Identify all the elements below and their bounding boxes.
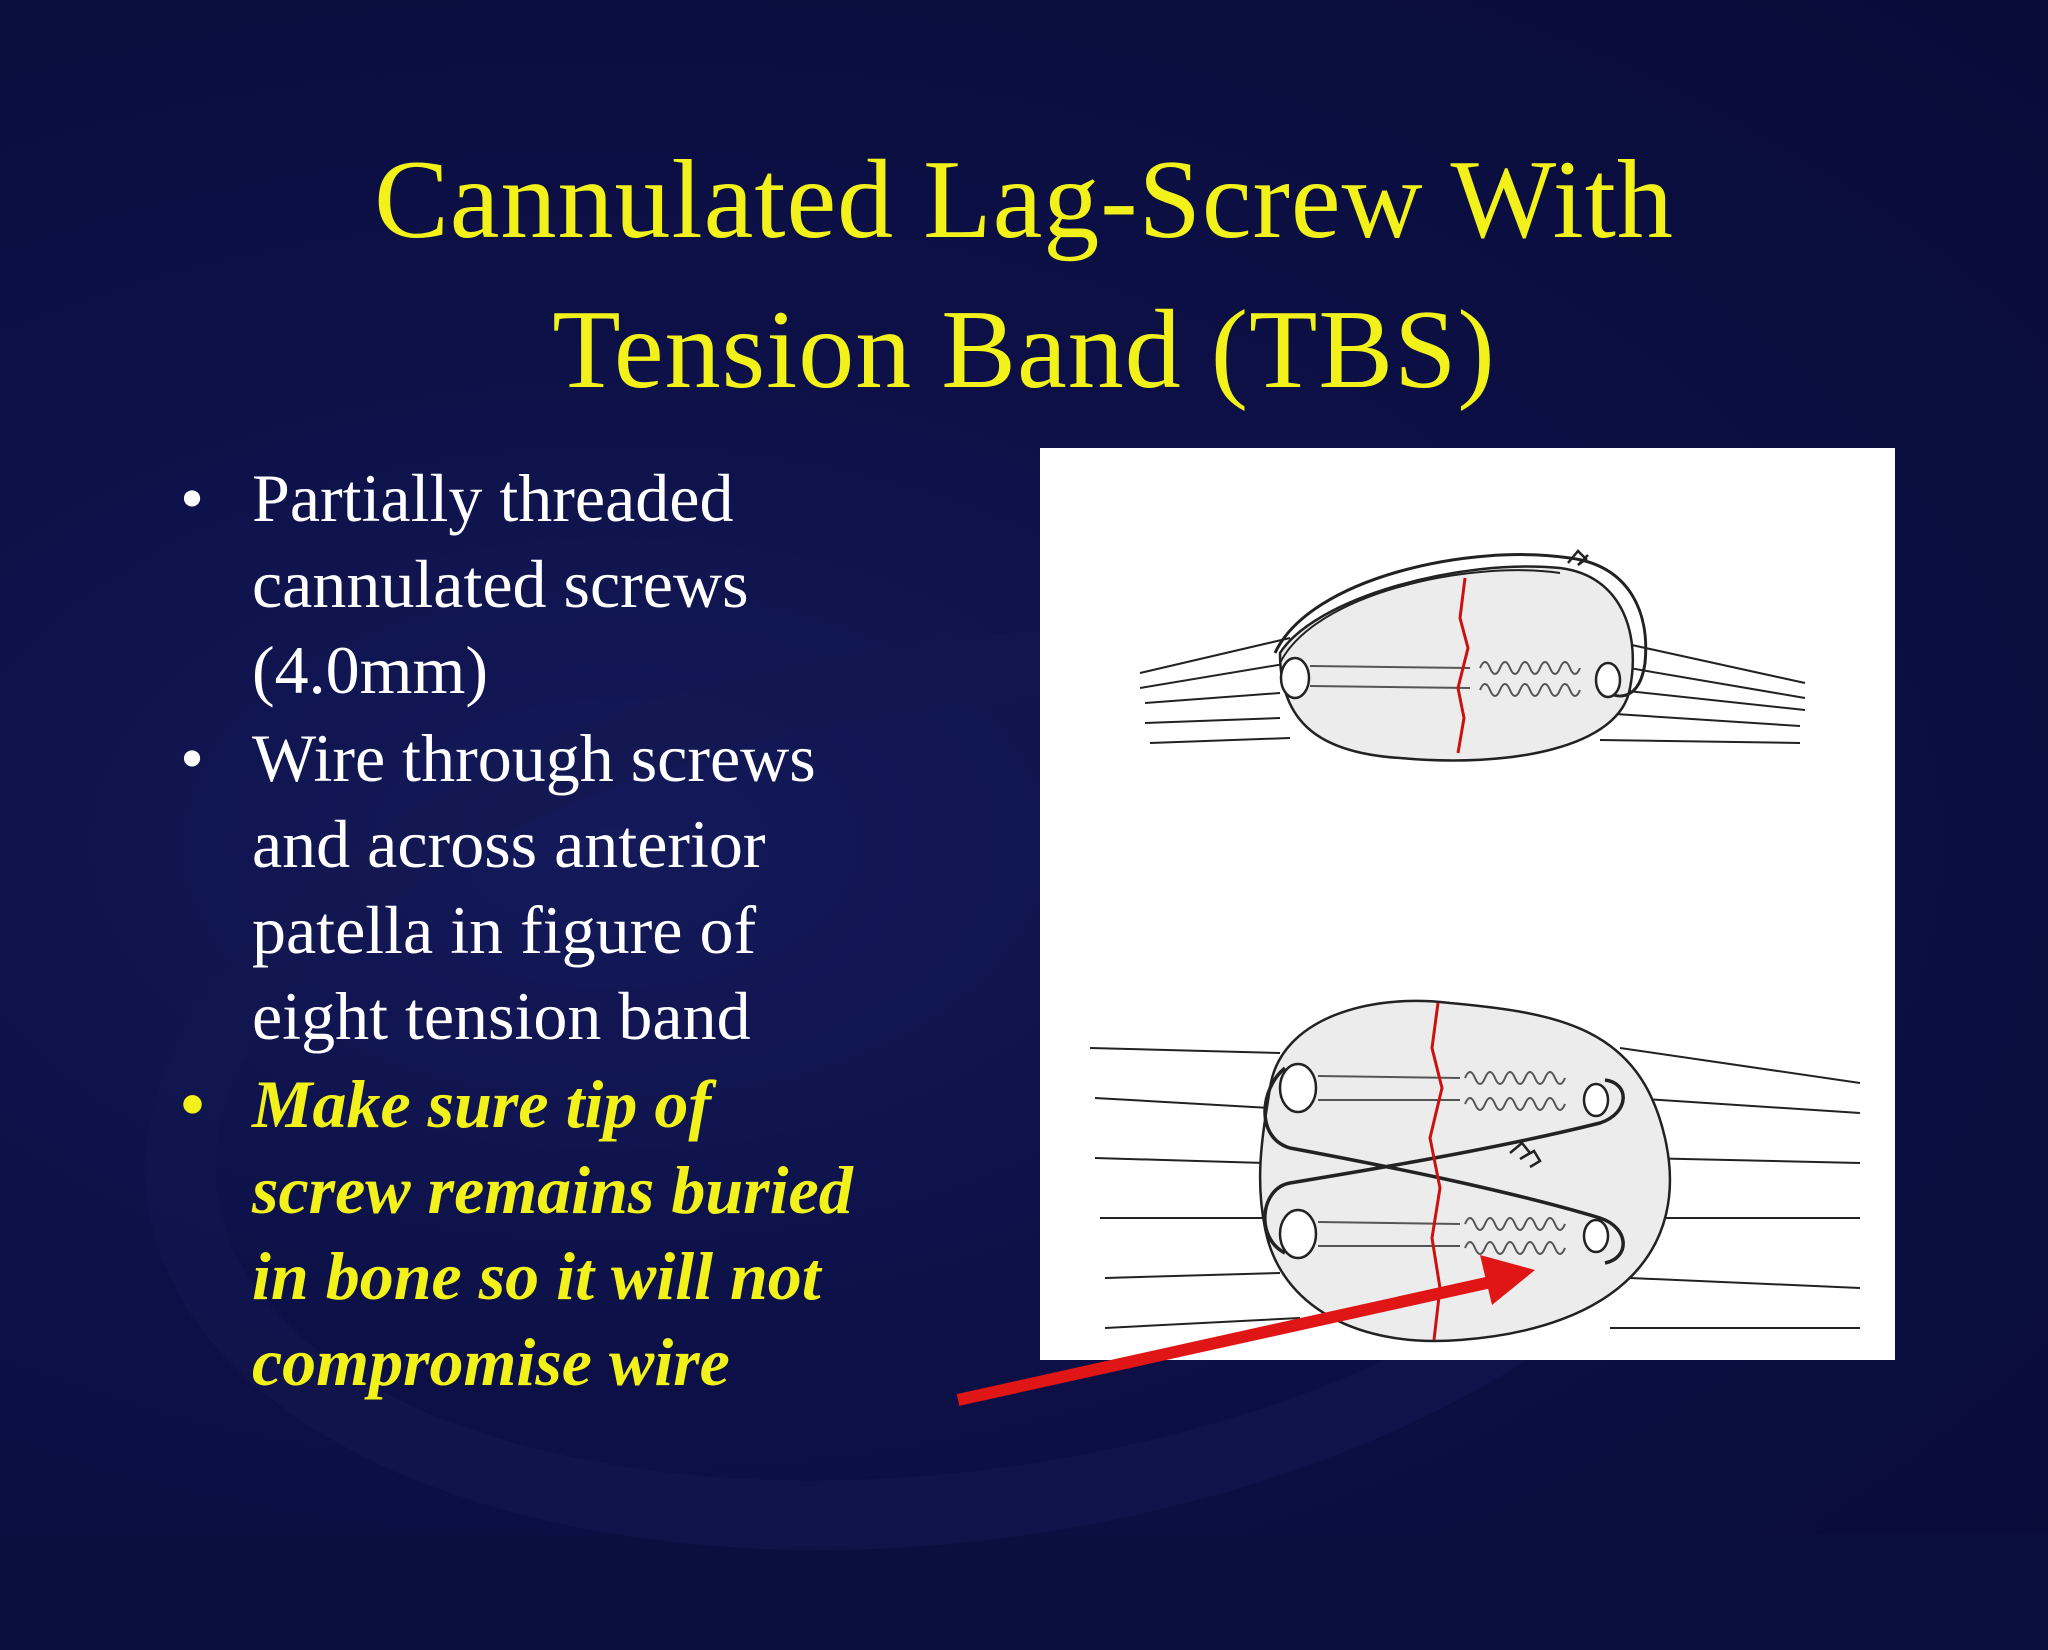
bullet-line: patella in figure of: [252, 892, 757, 968]
bullet-item-screws: • Partially threaded cannulated screws (…: [172, 455, 1002, 713]
patella-diagrams: [1089, 549, 1861, 1343]
slide-title: Cannulated Lag-Screw With Tension Band (…: [0, 125, 2048, 425]
red-arrow: [956, 1255, 1535, 1406]
title-line-2: Tension Band (TBS): [552, 288, 1496, 412]
bullet-line: Make sure tip of: [252, 1066, 711, 1142]
bullet-line: compromise wire: [252, 1324, 730, 1400]
bullet-item-wire: • Wire through screws and across anterio…: [172, 715, 1002, 1059]
bullet-line: in bone so it will not: [252, 1238, 821, 1314]
bullet-line: and across anterior: [252, 806, 766, 882]
bullet-dot: •: [180, 460, 204, 536]
bullet-list: • Partially threaded cannulated screws (…: [172, 455, 1002, 1407]
bullet-line: (4.0mm): [252, 632, 489, 708]
title-line-1: Cannulated Lag-Screw With: [374, 138, 1674, 262]
bullet-line: Wire through screws: [252, 720, 816, 796]
arrow-head-icon: [1480, 1255, 1535, 1305]
bullet-line: screw remains buried: [252, 1152, 853, 1228]
bullet-line: Partially threaded: [252, 460, 734, 536]
patella-diagram-figure: [1040, 448, 1895, 1360]
fracture-line: [1428, 1002, 1444, 1341]
anterior-view-diagram: [1089, 999, 1861, 1343]
bullet-line: cannulated screws: [252, 546, 749, 622]
lateral-view-diagram: [1139, 549, 1806, 762]
bullet-line: eight tension band: [252, 978, 751, 1054]
bullet-dot: •: [180, 720, 204, 796]
arrow-shaft-icon: [956, 1274, 1502, 1406]
bullet-dot: •: [180, 1066, 204, 1142]
fracture-line: [1456, 577, 1470, 754]
bullet-item-warning: • Make sure tip of screw remains buried …: [172, 1061, 1002, 1405]
patella-bone: [1278, 565, 1634, 762]
